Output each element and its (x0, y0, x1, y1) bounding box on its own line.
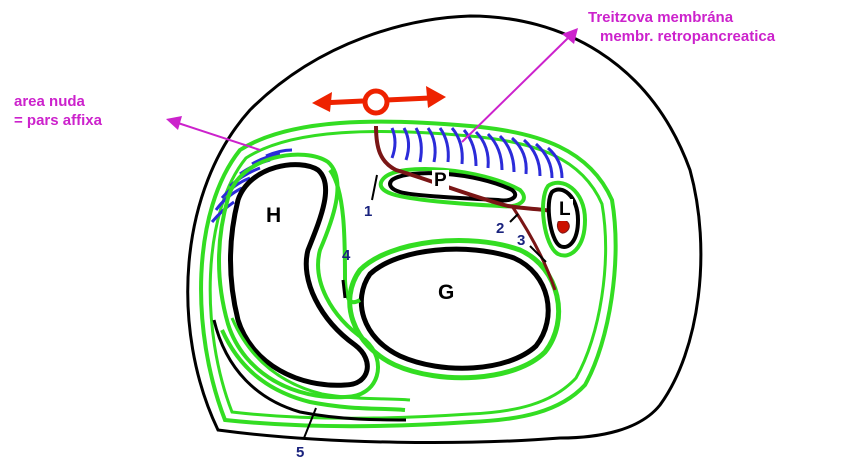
number-3: 3 (517, 232, 525, 249)
organ-label-lien: L (557, 199, 573, 221)
area-nuda-line1: area nuda (14, 92, 102, 111)
organ-label-hepar: H (266, 204, 281, 228)
number-2: 2 (496, 220, 504, 237)
number-1: 1 (364, 203, 372, 220)
number-5: 5 (296, 444, 304, 461)
area-nuda-line2: = pars affixa (14, 111, 102, 130)
treitz-line1: Treitzova membrána (588, 8, 775, 27)
splenic-vessel (557, 220, 569, 233)
stomach-outline (361, 249, 548, 368)
treitz-line2: membr. retropancreatica (588, 27, 775, 46)
treitz-label: Treitzova membrána membr. retropancreati… (588, 8, 775, 46)
organ-label-pancreas: P (432, 170, 449, 192)
organ-label-gaster: G (438, 281, 454, 305)
number-4: 4 (342, 247, 350, 264)
lesser-omentum-dark (343, 280, 345, 298)
area-nuda-label: area nuda = pars affixa (14, 92, 102, 130)
